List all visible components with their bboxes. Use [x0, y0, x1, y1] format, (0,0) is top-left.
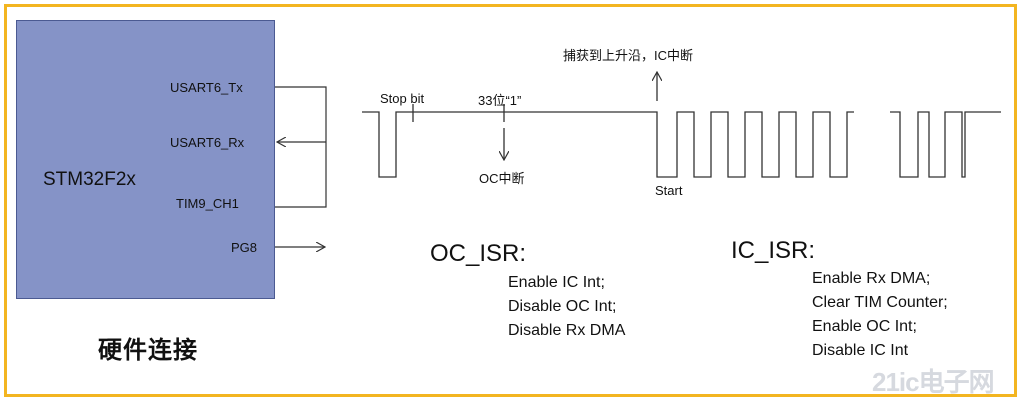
capture-rising-edge-label: 捕获到上升沿，IC中断 [563, 48, 694, 63]
pin-tim9-ch1: TIM9_CH1 [176, 196, 239, 211]
oc-isr-item: Enable IC Int; [508, 274, 605, 291]
ic-isr-item: Enable OC Int; [812, 318, 917, 335]
hardware-connection-caption: 硬件连接 [98, 337, 198, 364]
start-bit-label: Start [655, 183, 683, 198]
waveform-part-2 [890, 111, 1001, 178]
oc-isr-item: Disable Rx DMA [508, 322, 626, 339]
pin-usart6-rx: USART6_Rx [170, 135, 245, 150]
pin-pg8: PG8 [231, 240, 258, 255]
ic-isr-item: Clear TIM Counter; [812, 294, 948, 311]
pin-usart6-tx: USART6_Tx [170, 80, 243, 95]
tx-to-tim-wire [275, 86, 327, 208]
loopback-wiring [275, 86, 327, 247]
mcu-block: STM32F2x [16, 20, 275, 299]
oc-isr-item: Disable OC Int; [508, 298, 617, 315]
stop-bit-label: Stop bit [380, 91, 425, 106]
chip-name: STM32F2x [43, 169, 136, 190]
ic-isr-title: IC_ISR: [731, 237, 816, 264]
watermark-logo: 21ic电子网 [872, 367, 995, 397]
bits-count-label: 33位“1” [478, 93, 522, 108]
diagram-frame [4, 4, 1017, 397]
ic-isr-item: Disable IC Int [812, 342, 909, 359]
serial-waveform [362, 72, 1001, 178]
oc-isr-title: OC_ISR: [430, 240, 527, 267]
ic-isr-item: Enable Rx DMA; [812, 270, 931, 287]
oc-interrupt-label: OC中断 [479, 171, 525, 186]
waveform-part-1 [362, 111, 854, 178]
